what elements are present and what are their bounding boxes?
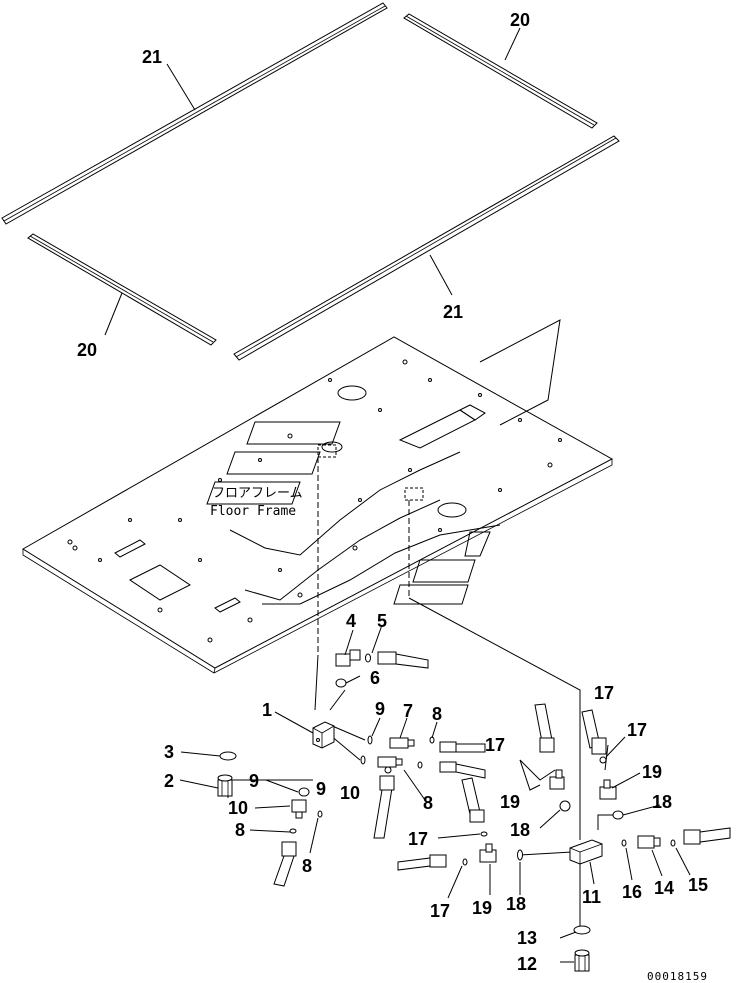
watermark-logo — [206, 319, 561, 605]
callout-17: 17 — [627, 720, 647, 740]
o-ring-17c — [599, 756, 607, 764]
connector-7 — [389, 737, 415, 749]
strip-21-lower — [233, 135, 620, 361]
connector-19a — [549, 769, 565, 790]
callout-3: 3 — [164, 742, 174, 762]
o-ring-8d — [289, 828, 297, 834]
callout-2: 2 — [164, 771, 174, 791]
washer-3 — [219, 751, 237, 761]
callout-21: 21 — [142, 47, 162, 67]
hose-17-lower — [397, 854, 447, 871]
connector-19b — [599, 779, 617, 800]
o-ring-9b — [360, 755, 366, 765]
bolt-2 — [217, 774, 233, 797]
callout-18: 18 — [510, 820, 530, 840]
leader-lines — [104, 27, 691, 963]
o-ring-18c — [517, 849, 523, 861]
o-ring-5 — [365, 653, 371, 663]
hose-17-upper-b — [581, 709, 607, 755]
callout-8: 8 — [423, 793, 433, 813]
callout-8: 8 — [302, 856, 312, 876]
callout-7: 7 — [403, 701, 413, 721]
callout-17: 17 — [430, 901, 450, 921]
callout-21: 21 — [443, 302, 463, 322]
o-ring-15 — [670, 839, 676, 847]
hose-5 — [377, 651, 429, 669]
o-ring-17 — [480, 831, 488, 837]
strip-20-lower — [27, 233, 217, 346]
callout-5: 5 — [377, 611, 387, 631]
callout-13: 13 — [517, 928, 537, 948]
floor-frame-label-jp: フロアフレーム — [212, 486, 303, 501]
o-ring-8e — [317, 810, 323, 818]
o-ring-8a — [417, 761, 423, 769]
callout-9: 9 — [249, 771, 259, 791]
bolt-12 — [574, 949, 590, 972]
connector-10b — [291, 799, 307, 819]
o-ring-8c — [384, 766, 392, 774]
hose-8 — [439, 741, 486, 779]
callout-19: 19 — [500, 792, 520, 812]
hose-15 — [683, 827, 731, 845]
connector-19c — [479, 843, 497, 863]
callout-14: 14 — [654, 878, 674, 898]
callout-1: 1 — [262, 700, 272, 720]
block-1 — [312, 721, 335, 749]
callout-19: 19 — [642, 762, 662, 782]
drawing-code: 00018159 — [647, 970, 708, 983]
callout-17: 17 — [485, 735, 505, 755]
connector-10a — [377, 756, 403, 768]
callout-10: 10 — [228, 798, 248, 818]
o-ring-6 — [335, 678, 347, 688]
callout-11: 11 — [582, 887, 601, 907]
callout-12: 12 — [517, 954, 537, 974]
o-ring-9c — [298, 787, 310, 797]
o-ring-18b — [612, 810, 624, 820]
strip-21-upper — [1, 2, 388, 225]
hose-10a — [373, 775, 395, 839]
callout-4: 4 — [346, 611, 356, 631]
callout-10: 10 — [340, 783, 360, 803]
callout-20: 20 — [510, 10, 530, 30]
strip-20-upper — [403, 13, 598, 129]
callout-18: 18 — [506, 894, 526, 914]
callout-20: 20 — [77, 340, 97, 360]
callouts: 21 20 20 21 4 5 6 1 7 8 9 3 2 9 9 10 10 … — [77, 10, 708, 974]
callout-6: 6 — [370, 668, 380, 688]
callout-16: 16 — [622, 882, 642, 902]
hose-17-mid — [461, 777, 485, 823]
o-ring-18a — [559, 800, 571, 812]
o-ring-17b — [462, 858, 468, 866]
o-ring-9a — [367, 735, 373, 745]
floor-frame-label-en: Floor Frame — [210, 504, 296, 519]
callout-8: 8 — [432, 704, 442, 724]
callout-17: 17 — [408, 829, 428, 849]
callout-9: 9 — [375, 699, 385, 719]
elbow-4 — [335, 649, 361, 667]
callout-18: 18 — [652, 792, 672, 812]
callout-19: 19 — [472, 898, 492, 918]
washer-13 — [573, 925, 591, 935]
routing-lines — [227, 597, 618, 930]
block-11 — [569, 839, 603, 865]
callout-17: 17 — [594, 683, 614, 703]
connector-14 — [637, 835, 661, 849]
callout-9: 9 — [316, 779, 326, 799]
o-ring-16 — [621, 839, 627, 847]
callout-8: 8 — [235, 820, 245, 840]
hose-10b — [273, 841, 297, 887]
hose-17-upper-a — [534, 703, 555, 753]
callout-15: 15 — [688, 875, 708, 895]
